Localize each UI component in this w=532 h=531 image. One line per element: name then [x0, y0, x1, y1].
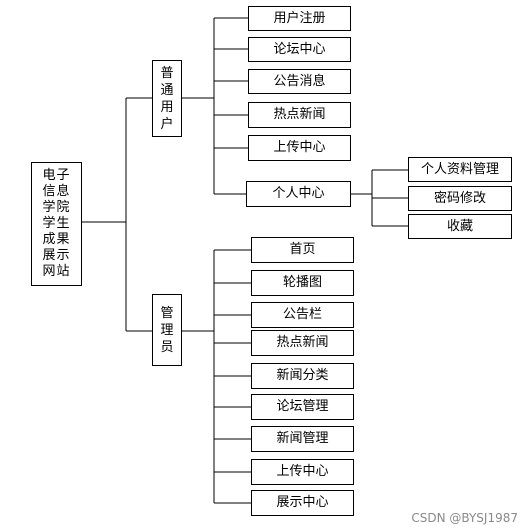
node-carousel: 轮播图: [251, 270, 354, 296]
node-user-register: 用户注册: [248, 6, 351, 31]
node-hot-news-user: 热点新闻: [248, 102, 351, 128]
node-profile-management: 个人资料管理: [408, 157, 512, 182]
branch-regular-user: 普通用户: [152, 60, 182, 137]
node-news-category: 新闻分类: [251, 363, 354, 389]
watermark: CSDN @BYSJ1987: [411, 511, 518, 525]
node-personal-center: 个人中心: [246, 181, 351, 207]
node-forum-management: 论坛管理: [251, 394, 354, 420]
node-password-change: 密码修改: [408, 186, 512, 211]
node-forum-center: 论坛中心: [248, 37, 351, 62]
node-bulletin-board: 公告栏: [251, 302, 354, 328]
branch-admin: 管理员: [152, 294, 182, 366]
node-home: 首页: [251, 237, 354, 263]
node-favorites: 收藏: [408, 214, 512, 239]
node-upload-center-user: 上传中心: [248, 135, 351, 161]
node-display-center: 展示中心: [251, 490, 354, 516]
branch-regular-user-label: 普通用户: [160, 65, 174, 132]
root-label: 电子信息学院学生成果展示网站: [42, 168, 71, 279]
node-hot-news-admin: 热点新闻: [251, 330, 354, 356]
branch-admin-label: 管理员: [160, 305, 174, 355]
node-upload-center-admin: 上传中心: [251, 459, 354, 485]
node-announcements: 公告消息: [248, 69, 351, 94]
root-node: 电子信息学院学生成果展示网站: [31, 162, 82, 286]
node-news-management: 新闻管理: [251, 426, 354, 452]
